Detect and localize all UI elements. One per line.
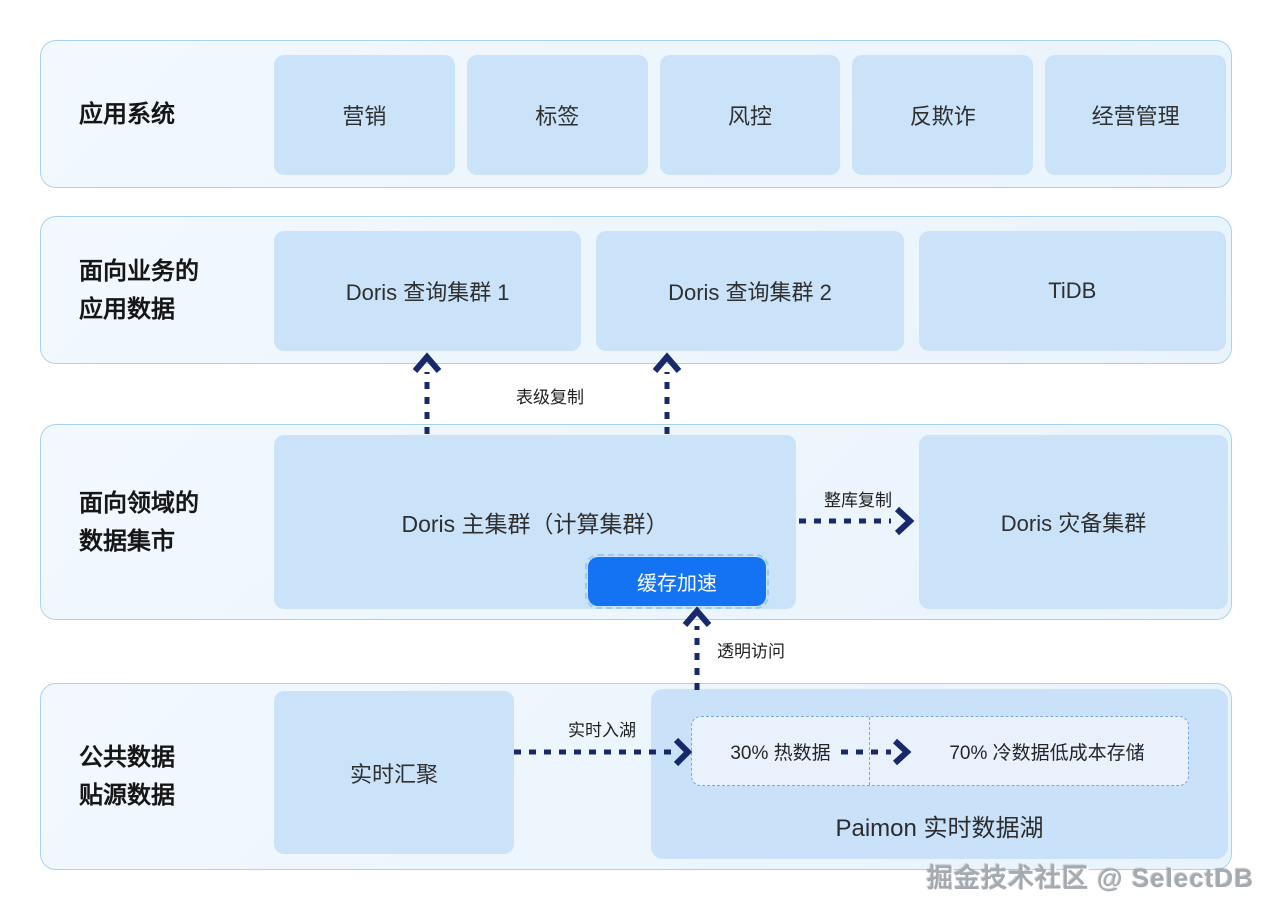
panel-common-source-data: 公共数据 贴源数据 实时汇聚 30% 热数据 70% 冷数据低成本存储 Paim… [40, 683, 1232, 870]
tier-divider [869, 717, 870, 785]
cold-data-label: 70% 冷数据低成本存储 [949, 742, 1145, 764]
app-box-business-management: 经营管理 [1045, 55, 1226, 175]
app-box-marketing: 营销 [274, 55, 455, 175]
arrow-label-table-replication: 表级复制 [516, 388, 584, 407]
panel-domain-data-mart: 面向领域的 数据集市 Doris 主集群（计算集群） 缓存加速 Doris 灾备… [40, 424, 1232, 620]
panel-business-app-data: 面向业务的 应用数据 Doris 查询集群 1 Doris 查询集群 2 TiD… [40, 216, 1232, 364]
box-doris-query-cluster-2: Doris 查询集群 2 [596, 231, 904, 351]
app-box-tagging: 标签 [466, 55, 648, 175]
panel-label-line: 公共数据 [79, 744, 175, 771]
arrow-table-replication-1 [412, 352, 442, 434]
box-realtime-aggregation: 实时汇聚 [274, 691, 514, 854]
box-paimon-data-lake: 30% 热数据 70% 冷数据低成本存储 Paimon 实时数据湖 [651, 689, 1228, 859]
panel-label-line: 应用系统 [79, 101, 175, 128]
box-doris-main-cluster: Doris 主集群（计算集群） 缓存加速 [274, 435, 796, 609]
box-doris-query-cluster-1: Doris 查询集群 1 [274, 231, 582, 351]
storage-tier-box: 30% 热数据 70% 冷数据低成本存储 [691, 716, 1189, 786]
arrow-label-realtime-lake-ingest: 实时入湖 [568, 721, 636, 740]
hot-data-label: 30% 热数据 [730, 742, 831, 764]
panel-label-line: 面向领域的 [79, 490, 199, 517]
query-cluster-boxes: Doris 查询集群 1 Doris 查询集群 2 TiDB [274, 231, 1226, 351]
application-boxes: 营销 标签 风控 反欺诈 经营管理 [274, 55, 1226, 175]
arrow-table-replication-2 [652, 352, 682, 434]
box-tidb: TiDB [918, 231, 1226, 351]
panel-label-line: 贴源数据 [79, 782, 175, 809]
doris-main-cluster-label: Doris 主集群（计算集群） [401, 511, 669, 537]
panel-label-line: 应用数据 [79, 296, 175, 323]
panel-label-line: 数据集市 [79, 528, 175, 555]
app-box-risk-control: 风控 [659, 55, 841, 175]
panel-label-business-app-data: 面向业务的 应用数据 [79, 253, 264, 329]
watermark: 掘金技术社区 @ SelectDB [927, 863, 1254, 893]
arrow-label-database-replication: 整库复制 [824, 491, 892, 510]
panel-label-application-systems: 应用系统 [79, 96, 264, 134]
panel-label-domain-data-mart: 面向领域的 数据集市 [79, 485, 264, 561]
cache-acceleration-badge: 缓存加速 [585, 554, 769, 609]
paimon-lake-title: Paimon 实时数据湖 [835, 815, 1044, 842]
arrow-label-transparent-access: 透明访问 [717, 642, 785, 661]
app-box-anti-fraud: 反欺诈 [852, 55, 1034, 175]
panel-application-systems: 应用系统 营销 标签 风控 反欺诈 经营管理 [40, 40, 1232, 188]
panel-label-common-source-data: 公共数据 贴源数据 [79, 739, 264, 815]
panel-label-line: 面向业务的 [79, 258, 199, 285]
box-doris-disaster-recovery-cluster: Doris 灾备集群 [919, 435, 1228, 609]
